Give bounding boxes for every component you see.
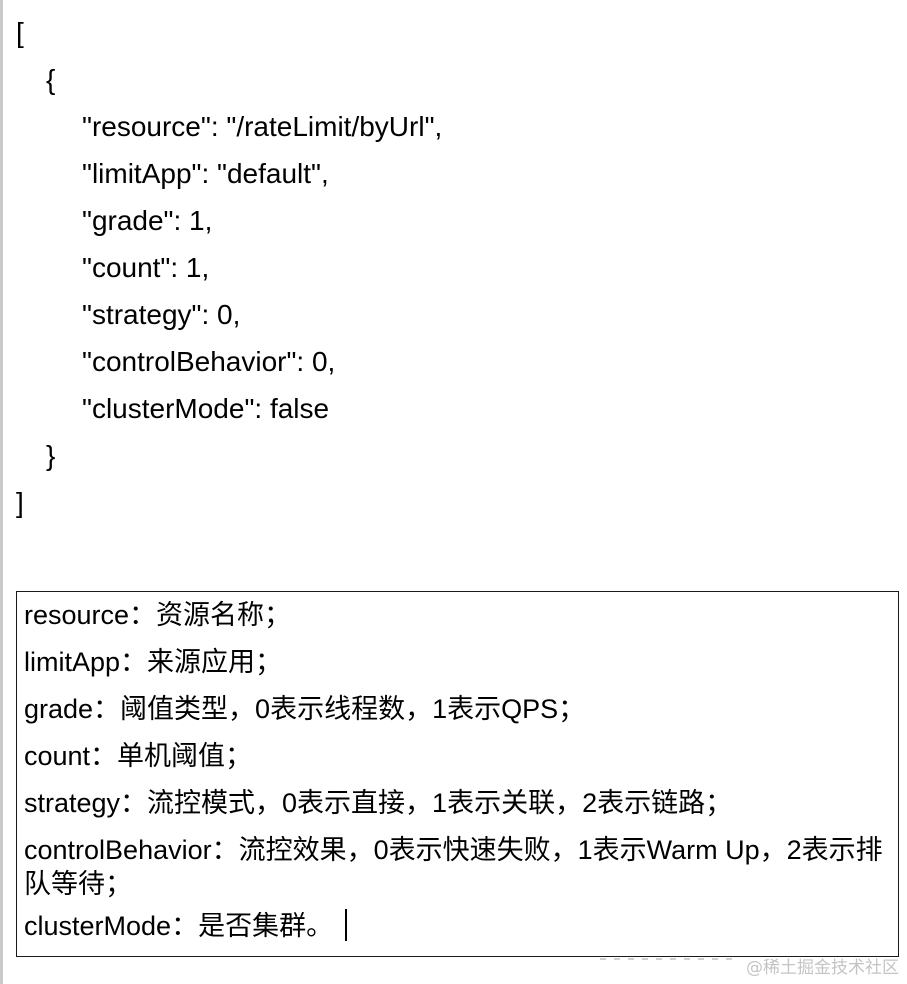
code-line-clustermode: "clusterMode": false	[82, 393, 330, 424]
left-border-rule	[0, 0, 3, 984]
code-line-count: "count": 1,	[82, 252, 210, 283]
note-count: count：单机阈值；	[24, 741, 253, 771]
note-resource: resource：资源名称；	[24, 600, 292, 630]
code-line-close-brace: }	[46, 440, 56, 471]
watermark: @稀土掘金技术社区	[746, 958, 899, 978]
code-line-limitapp: "limitApp": "default",	[82, 158, 329, 189]
text-cursor	[345, 909, 348, 941]
code-line-controlbehavior: "controlBehavior": 0,	[82, 346, 336, 377]
note-clustermode: clusterMode：是否集群。	[24, 911, 334, 941]
code-line-resource: "resource": "/rateLimit/byUrl",	[82, 111, 443, 142]
note-strategy: strategy：流控模式，0表示直接，1表示关联，2表示链路；	[24, 788, 733, 818]
note-limitapp: limitApp：来源应用；	[24, 647, 283, 677]
note-grade: grade：阈值类型，0表示线程数，1表示QPS；	[24, 694, 586, 724]
code-line-open-bracket: [	[16, 17, 24, 48]
note-clustermode-row: clusterMode：是否集群。	[24, 909, 890, 943]
code-line-close-bracket: ]	[16, 487, 24, 518]
dashed-divider	[600, 958, 735, 960]
code-line-grade: "grade": 1,	[82, 205, 213, 236]
code-line-open-brace: {	[46, 64, 56, 95]
note-controlbehavior: controlBehavior：流控效果，0表示快速失败，1表示Warm Up，…	[24, 835, 883, 899]
code-line-strategy: "strategy": 0,	[82, 299, 241, 330]
field-description-textbox[interactable]: resource：资源名称； limitApp：来源应用； grade：阈值类型…	[16, 591, 899, 957]
